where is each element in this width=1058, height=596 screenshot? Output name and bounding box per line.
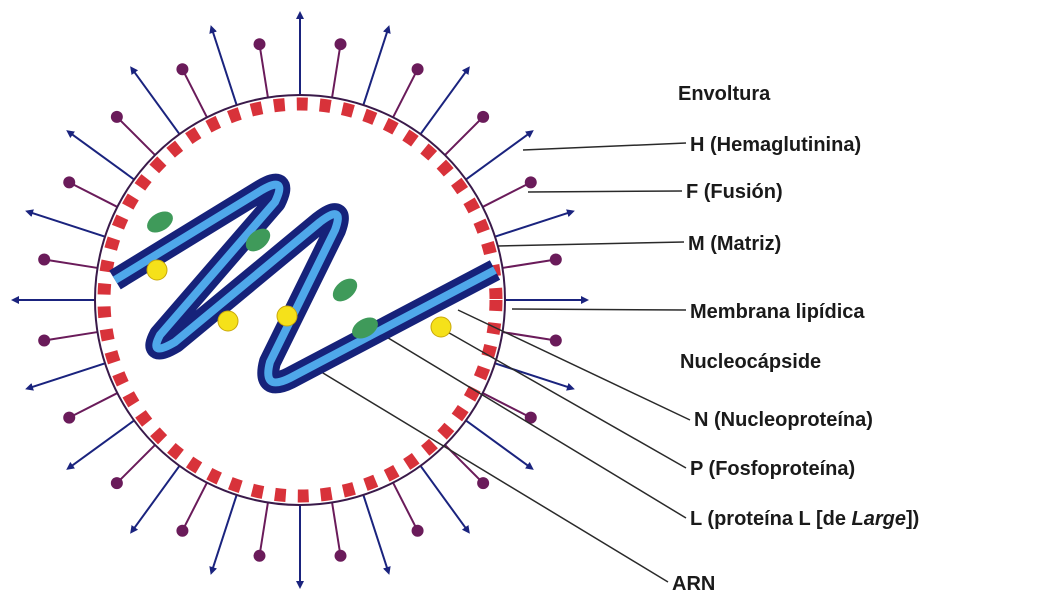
label-fusion: F (Fusión)	[686, 180, 783, 204]
ball-spike-icon	[38, 253, 50, 265]
ball-spike-icon	[477, 477, 489, 489]
arrow-spike-icon	[29, 212, 105, 237]
leader-line	[523, 143, 686, 150]
arrow-spike-icon	[212, 495, 237, 571]
ball-spike-stem	[332, 48, 340, 97]
ball-spike-stem	[332, 502, 340, 551]
label-proteina-l-prefix: L (proteína L [de	[690, 508, 852, 530]
ball-spike-stem	[483, 393, 528, 416]
arrow-spike-icon	[69, 132, 134, 179]
ball-spike-icon	[550, 335, 562, 347]
ball-spike-stem	[120, 120, 155, 155]
label-hemaglutinina: H (Hemaglutinina)	[690, 133, 861, 157]
arrow-spike-icon	[363, 29, 388, 105]
ball-spike-stem	[73, 184, 118, 207]
label-nucleocapside: Nucleocápside	[680, 350, 821, 374]
ball-spike-icon	[63, 176, 75, 188]
ball-spike-icon	[335, 38, 347, 50]
ball-spike-icon	[412, 63, 424, 75]
ball-spike-stem	[502, 332, 551, 340]
label-proteina-l-italic: Large	[852, 508, 906, 530]
phosphoprotein-icon	[218, 311, 238, 331]
ball-spike-icon	[111, 111, 123, 123]
ball-spike-icon	[253, 550, 265, 562]
ball-spike-stem	[73, 393, 118, 416]
label-envoltura: Envoltura	[678, 82, 770, 106]
ball-spike-stem	[48, 260, 97, 268]
arrow-spike-icon	[363, 495, 388, 571]
ball-spike-stem	[260, 48, 268, 97]
ball-spike-icon	[63, 412, 75, 424]
nucleoprotein-icon	[328, 274, 361, 306]
ball-spike-stem	[502, 260, 551, 268]
label-proteina-l-suffix: ])	[906, 508, 919, 530]
leader-lines	[318, 143, 690, 582]
arrow-spike-icon	[69, 420, 134, 467]
ball-spike-stem	[445, 120, 480, 155]
ball-spike-stem	[48, 332, 97, 340]
ball-spike-icon	[111, 477, 123, 489]
ball-spike-icon	[335, 550, 347, 562]
rna-strand	[115, 185, 495, 383]
label-nucleoproteina: N (Nucleoproteína)	[694, 408, 873, 432]
ball-spike-icon	[176, 63, 188, 75]
nucleoprotein-icon	[143, 207, 176, 237]
arrow-spike-icon	[420, 69, 467, 134]
label-membrana: Membrana lipídica	[690, 300, 865, 324]
arrow-spike-icon	[29, 363, 105, 388]
ball-spike-stem	[184, 483, 207, 528]
phosphoprotein-icon	[277, 306, 297, 326]
arrow-spike-icon	[132, 466, 179, 531]
leader-line	[528, 191, 682, 192]
ball-spike-stem	[184, 73, 207, 118]
leader-line	[512, 309, 686, 310]
arrow-spike-icon	[132, 69, 179, 134]
phosphoprotein-icon	[431, 317, 451, 337]
arrow-spike-icon	[495, 212, 571, 237]
label-fosfoproteina: P (Fosfoproteína)	[690, 457, 855, 481]
ball-spike-icon	[412, 525, 424, 537]
arrow-spike-icon	[212, 29, 237, 105]
leader-line	[375, 330, 686, 518]
ball-spike-icon	[253, 38, 265, 50]
ball-spike-icon	[525, 176, 537, 188]
ball-spike-stem	[260, 502, 268, 551]
ball-spike-icon	[550, 253, 562, 265]
ball-spike-stem	[120, 445, 155, 480]
arrow-spike-icon	[466, 420, 531, 467]
leader-line	[498, 242, 684, 246]
ball-spike-stem	[393, 483, 416, 528]
phosphoprotein-icon	[147, 260, 167, 280]
label-matriz: M (Matriz)	[688, 232, 781, 256]
arrow-spike-icon	[420, 466, 467, 531]
ball-spike-icon	[176, 525, 188, 537]
ball-spike-stem	[393, 73, 416, 118]
ball-spike-icon	[477, 111, 489, 123]
label-proteina-l: L (proteína L [de Large])	[690, 507, 919, 531]
arrow-spike-icon	[466, 132, 531, 179]
label-arn: ARN	[672, 572, 715, 596]
arrow-spike-icon	[495, 363, 571, 388]
ball-spike-icon	[38, 335, 50, 347]
ball-spike-stem	[483, 184, 528, 207]
